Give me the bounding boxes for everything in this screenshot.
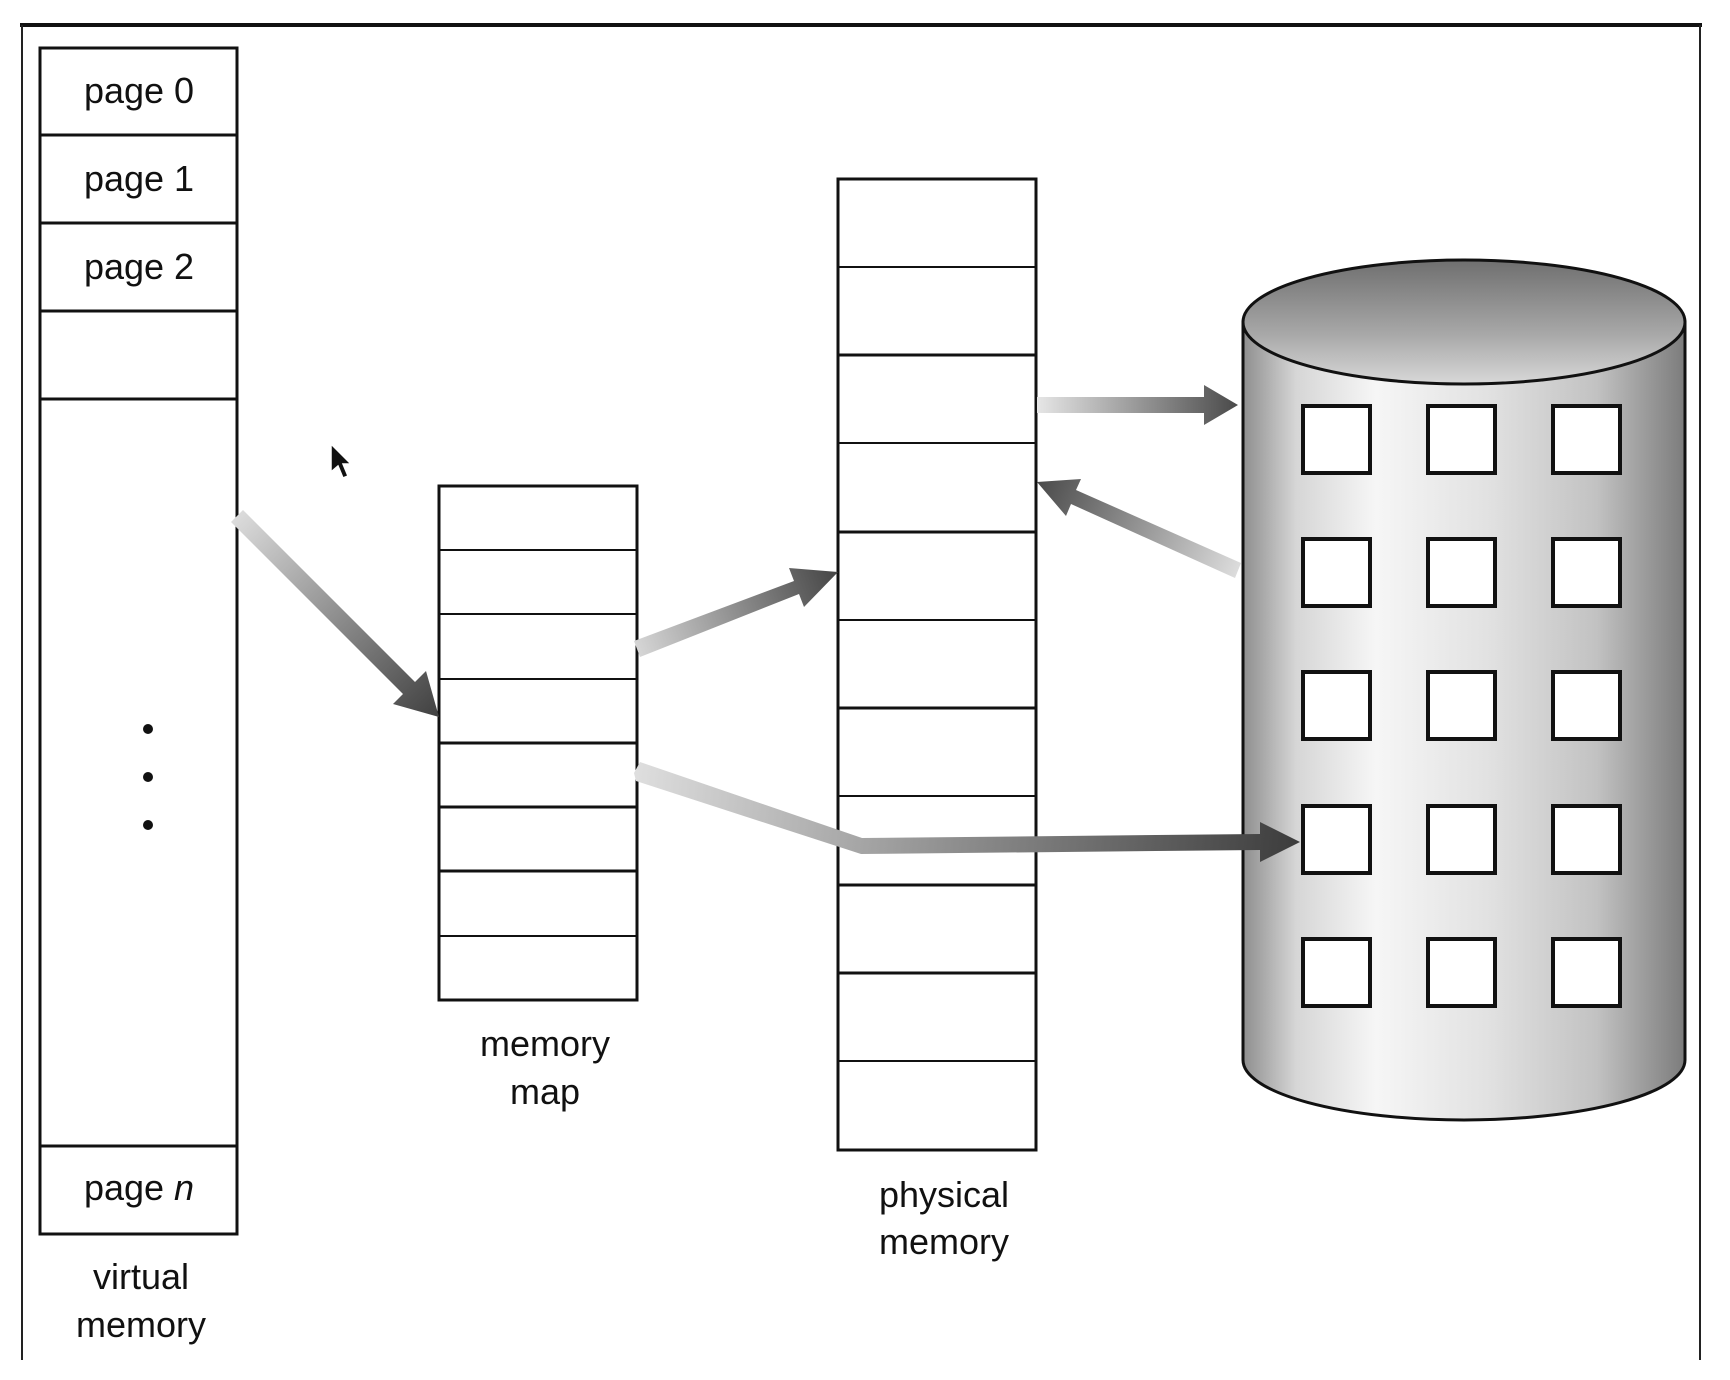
- figure-frame: [20, 23, 1702, 1360]
- arrow-virtual-to-map: [231, 510, 439, 717]
- page-label-n-var: n: [174, 1167, 194, 1208]
- disk-block-grid: [1301, 404, 1622, 1008]
- physical-memory-label-line2: memory: [879, 1221, 1009, 1262]
- memory-map-label-line2: map: [510, 1071, 580, 1112]
- physical-memory-label-line1: physical: [879, 1174, 1009, 1215]
- page-label-n: page n: [84, 1167, 194, 1208]
- physical-memory: physical memory: [836, 177, 1038, 1262]
- page-label-1: page 1: [84, 158, 194, 199]
- mouse-cursor-icon: [330, 442, 353, 479]
- virtual-memory-label-line2: memory: [76, 1304, 206, 1345]
- memory-map: memory map: [437, 484, 639, 1112]
- page-label-2: page 2: [84, 246, 194, 287]
- page-label-n-prefix: page: [84, 1167, 174, 1208]
- arrow-map-to-physical: [634, 568, 838, 657]
- memory-map-label-line1: memory: [480, 1023, 610, 1064]
- page-label-0: page 0: [84, 70, 194, 111]
- arrow-map-to-disk: [634, 762, 1300, 862]
- arrow-disk-to-physical: [1037, 479, 1241, 578]
- disk-icon: [1241, 258, 1687, 1122]
- ellipsis-dots: [143, 724, 153, 830]
- virtual-memory-label-line1: virtual: [93, 1256, 189, 1297]
- virtual-memory: page 0 page 1 page 2 page n virtual memo…: [38, 46, 239, 1345]
- arrow-physical-to-disk: [1037, 385, 1238, 425]
